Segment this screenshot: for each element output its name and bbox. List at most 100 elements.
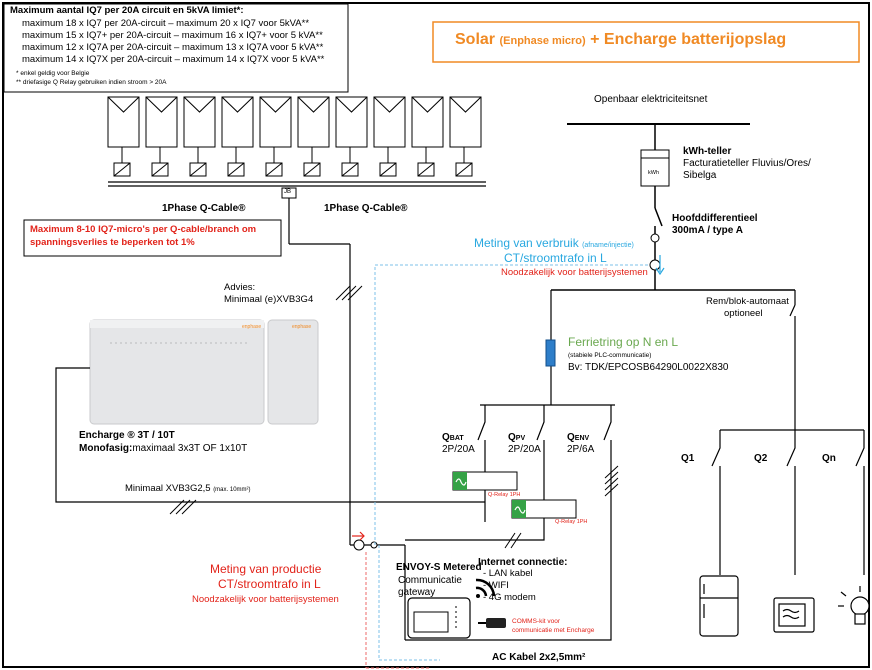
limits-line: maximum 15 x IQ7+ per 20A-circuit – maxi… bbox=[22, 30, 323, 41]
meter-title: kWh-teller bbox=[683, 146, 732, 157]
battery-name: Encharge ® 3T / 10T bbox=[79, 430, 175, 441]
lightbulb-icon bbox=[838, 586, 870, 625]
consumption-ct-label: CT/stroomtrafo in L bbox=[504, 251, 607, 265]
ct-wire-production bbox=[365, 552, 430, 669]
limits-note: ** driefasige Q Relay gebruiken indien s… bbox=[16, 79, 167, 86]
qenv-rating: 2P/6A bbox=[567, 444, 595, 455]
production-note: Noodzakelijk voor batterijsystemen bbox=[192, 594, 339, 605]
solar-panels bbox=[107, 96, 482, 148]
micro-inverter bbox=[379, 147, 397, 177]
micro-inverter bbox=[227, 147, 245, 177]
solar-panel bbox=[183, 96, 216, 148]
consumption-ct bbox=[649, 259, 661, 271]
q-relay-label: Q-Relay 1PH bbox=[555, 519, 588, 525]
diff-sub: 300mA / type A bbox=[672, 225, 743, 236]
rem-label: Rem/blok-automaat bbox=[706, 296, 789, 307]
ferrite-sub: (stabiele PLC-communicatie) bbox=[568, 352, 652, 359]
internet-item: - WIFI bbox=[483, 580, 509, 591]
solar-panel bbox=[335, 96, 368, 148]
limits-line: maximum 18 x IQ7 per 20A-circuit – maxim… bbox=[22, 18, 310, 29]
junction-box-label: JB bbox=[284, 189, 292, 195]
q-cable-bus bbox=[108, 181, 486, 187]
ct-wire-consumption bbox=[374, 264, 650, 545]
consumption-note: Noodzakelijk voor batterijsystemen bbox=[501, 267, 648, 278]
qpv-rating: 2P/20A bbox=[508, 444, 541, 455]
limits-heading: Maximum aantal IQ7 per 20A circuit en 5k… bbox=[10, 5, 244, 16]
micro-inverter bbox=[151, 147, 169, 177]
limits-line: maximum 14 x IQ7X per 20A-circuit – maxi… bbox=[22, 54, 325, 65]
solar-panel bbox=[259, 96, 292, 148]
battery-mono: Monofasig:maximaal 3x3T OF 1x10T bbox=[79, 443, 248, 454]
diff-sensor bbox=[650, 233, 660, 243]
battery-cable: Minimaal XVB3G2,5 (max. 10mm²) bbox=[125, 483, 251, 494]
ferrite-title: Ferrietring op N en L bbox=[568, 335, 679, 349]
encharge-battery bbox=[89, 319, 319, 425]
load-breakers bbox=[711, 430, 865, 575]
warning-line: spanningsverlies te beperken tot 1% bbox=[30, 237, 195, 248]
battery-brand: enphase bbox=[292, 324, 312, 330]
production-title: Meting van productie bbox=[210, 562, 322, 576]
comms-kit-icon bbox=[478, 618, 506, 628]
rem-optional: optioneel bbox=[724, 308, 763, 319]
micro-inverter bbox=[455, 147, 473, 177]
qpv-label: QPV bbox=[508, 432, 526, 443]
comms-line: COMMS-kit voor bbox=[512, 618, 561, 625]
solar-panel bbox=[297, 96, 330, 148]
production-ct-label: CT/stroomtrafo in L bbox=[218, 577, 321, 591]
q-relay-2 bbox=[511, 499, 577, 519]
micro-inverter bbox=[341, 147, 359, 177]
kwh-meter bbox=[640, 149, 670, 187]
envoy-sub: Communicatie bbox=[398, 575, 462, 586]
meter-box-label: kWh bbox=[648, 170, 659, 176]
micro-inverter bbox=[265, 147, 283, 177]
q-relay-1 bbox=[452, 471, 518, 491]
internet-item: - LAN kabel bbox=[483, 568, 533, 579]
micro-inverter bbox=[113, 147, 131, 177]
wifi-icon bbox=[475, 578, 496, 598]
qenv-label: QENV bbox=[567, 432, 590, 443]
micro-inverter bbox=[417, 147, 435, 177]
consumption-title: Meting van verbruik (afname/injectie) bbox=[474, 236, 634, 250]
breakers bbox=[477, 405, 612, 620]
advies-label: Advies: bbox=[224, 282, 256, 293]
diagram-title: Solar (Enphase micro) + Encharge batteri… bbox=[455, 31, 787, 48]
load-q1: Q1 bbox=[681, 453, 695, 464]
battery-brand: enphase bbox=[242, 324, 262, 330]
limits-note: * enkel geldig voor Belgie bbox=[16, 70, 90, 77]
solar-panel bbox=[449, 96, 482, 148]
advies-cable: Minimaal (e)XVB3G4 bbox=[224, 294, 314, 305]
limits-line: maximum 12 x IQ7A per 20A-circuit – maxi… bbox=[22, 42, 324, 53]
q-relay-label: Q-Relay 1PH bbox=[488, 492, 521, 498]
solar-panel bbox=[145, 96, 178, 148]
internet-title: Internet connectie: bbox=[478, 557, 568, 568]
solar-panel bbox=[373, 96, 406, 148]
micro-inverters bbox=[113, 147, 473, 177]
solar-panel bbox=[221, 96, 254, 148]
warning-line: Maximum 8-10 IQ7-micro's per Q-cable/bra… bbox=[30, 224, 257, 235]
diff-title: Hoofddifferentieel bbox=[672, 213, 758, 224]
meter-sub: Facturatieteller Fluvius/Ores/ bbox=[683, 158, 811, 169]
micro-inverter bbox=[189, 147, 207, 177]
qbat-rating: 2P/20A bbox=[442, 444, 475, 455]
ferrite-ring bbox=[545, 339, 556, 367]
comms-line: communicatie met Encharge bbox=[512, 627, 595, 634]
ac-cable-label: AC Kabel 2x2,5mm² bbox=[492, 652, 586, 663]
envoy-device bbox=[407, 597, 471, 639]
microwave-icon bbox=[773, 597, 815, 633]
main-differential-switch bbox=[654, 207, 663, 227]
load-q2: Q2 bbox=[754, 453, 768, 464]
limits-box bbox=[3, 3, 349, 93]
qbat-label: QBAT bbox=[442, 432, 464, 443]
envoy-title: ENVOY-S Metered bbox=[396, 562, 482, 573]
production-ct bbox=[353, 539, 365, 551]
solar-panel bbox=[107, 96, 140, 148]
envoy-sub: gateway bbox=[398, 587, 436, 598]
ferrite-part: Bv: TDK/EPCOSB64290L0022X830 bbox=[568, 362, 729, 373]
fridge-icon bbox=[699, 575, 739, 637]
grid-label: Openbaar elektriciteitsnet bbox=[594, 94, 708, 105]
micro-inverter bbox=[303, 147, 321, 177]
meter-sub: Sibelga bbox=[683, 170, 717, 181]
